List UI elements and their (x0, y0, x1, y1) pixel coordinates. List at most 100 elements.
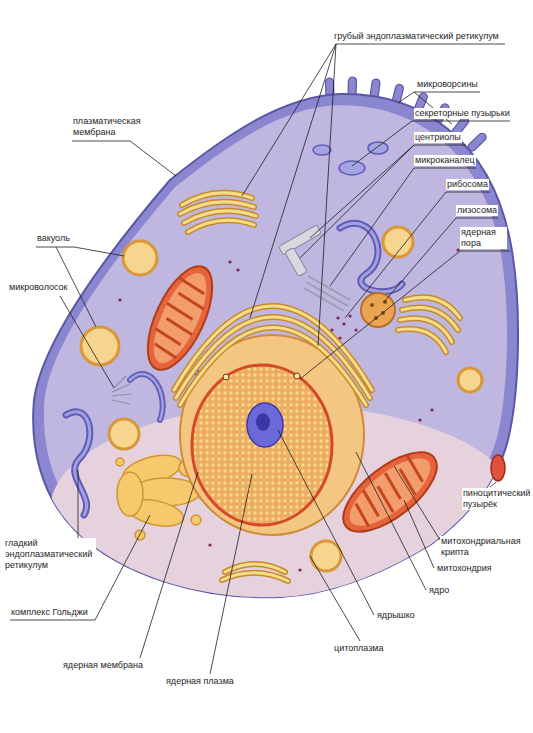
microtubule (304, 276, 350, 311)
part-label: гладкий эндоплазматический ретикулум (4, 538, 96, 571)
part-label: ядерная пора (460, 227, 507, 249)
golgi-complex (117, 472, 143, 516)
rough-er (174, 306, 372, 390)
part-label: митохондриальная крипта (440, 536, 524, 558)
ribosome (228, 260, 231, 263)
part-label: комплекс Гольджи (10, 607, 89, 618)
leader-line (210, 474, 252, 674)
rough-er (225, 564, 285, 572)
part-label: микроволосок (8, 282, 69, 293)
rough-er (176, 317, 370, 398)
nucleolus (256, 413, 270, 431)
secretory-vesicle (339, 161, 365, 175)
centriole (278, 225, 321, 256)
microtubule (306, 282, 348, 306)
leader-line (310, 556, 360, 641)
ribosome (354, 328, 357, 331)
part-label: грубый эндоплазматический ретикулум (333, 31, 500, 42)
leader-line (278, 430, 374, 615)
ribosome (418, 418, 421, 421)
golgi-complex (116, 458, 124, 466)
part-label: центриолы (414, 132, 462, 143)
microhair (112, 394, 132, 396)
rough-er (398, 329, 446, 352)
rough-er (174, 306, 372, 405)
nucleus (192, 365, 332, 525)
leader-line (78, 470, 79, 546)
rough-er (398, 329, 446, 352)
rough-er (180, 193, 460, 581)
ribosome (118, 248, 459, 571)
leader-line (36, 247, 124, 256)
ribosome (348, 314, 351, 317)
vacuole (81, 327, 119, 365)
mitochondrion (349, 456, 429, 530)
leader-line (490, 482, 496, 487)
microtubule (308, 276, 350, 300)
vacuole (109, 419, 139, 449)
part-label: цитоплазма (333, 643, 385, 654)
nucleus (223, 374, 229, 380)
ribosome (118, 298, 121, 301)
part-label: плазматическая мембрана (72, 116, 154, 138)
part-label: микроканалец (414, 155, 476, 166)
leader-line (356, 452, 426, 590)
part-label: микроворсины (416, 79, 479, 90)
vacuole (458, 368, 482, 392)
rough-er (174, 306, 372, 390)
ribosome (430, 408, 433, 411)
part-label: митохондрия (436, 563, 493, 574)
nucleus (192, 365, 332, 525)
part-label: ядерная плазма (165, 676, 235, 687)
ribosome (298, 568, 301, 571)
rough-er (188, 220, 254, 232)
ribosome (236, 268, 239, 271)
leader-line (300, 145, 414, 258)
leader-line (318, 44, 336, 346)
microhair (114, 376, 126, 388)
part-label: рибосома (446, 179, 489, 190)
golgi-complex (135, 530, 145, 540)
part-label: ядро (428, 585, 450, 596)
ribosome (342, 322, 345, 325)
microhair (112, 376, 132, 404)
rough-er (222, 573, 288, 581)
part-label: секреторные пузырьки (414, 108, 511, 119)
golgi-complex (191, 515, 201, 525)
leader-line (72, 141, 176, 176)
leader-line (140, 472, 198, 658)
centriole (278, 225, 321, 277)
secretory-vesicle (313, 145, 331, 155)
rough-er (180, 193, 460, 581)
vacuole (311, 541, 341, 571)
part-label: ядрышко (376, 610, 416, 621)
rough-er (222, 573, 288, 581)
microtubule (304, 288, 344, 311)
rough-er (176, 317, 370, 398)
ribosome (330, 328, 333, 331)
leader-line (10, 44, 510, 674)
leader-line (352, 121, 510, 166)
nucleolus (247, 403, 283, 447)
lysosome (361, 293, 395, 327)
ribosome (336, 316, 339, 319)
centriole (285, 247, 308, 276)
leader-line (404, 500, 434, 568)
part-label: вакуоль (36, 233, 71, 244)
vacuole (123, 241, 157, 275)
part-label: ядерная мембрана (62, 660, 144, 671)
nucleolus (247, 403, 283, 447)
ribosome (208, 543, 211, 546)
nucleus (294, 373, 300, 379)
leader-line (250, 44, 336, 318)
lysosome (361, 293, 395, 327)
lysosome (370, 303, 374, 307)
rough-er (188, 220, 254, 232)
vacuole (81, 227, 482, 571)
microhair (112, 400, 130, 404)
leader-line (300, 251, 510, 379)
part-label: лизосома (456, 205, 498, 216)
part-label: пиноцитический пузырёк (462, 488, 530, 510)
